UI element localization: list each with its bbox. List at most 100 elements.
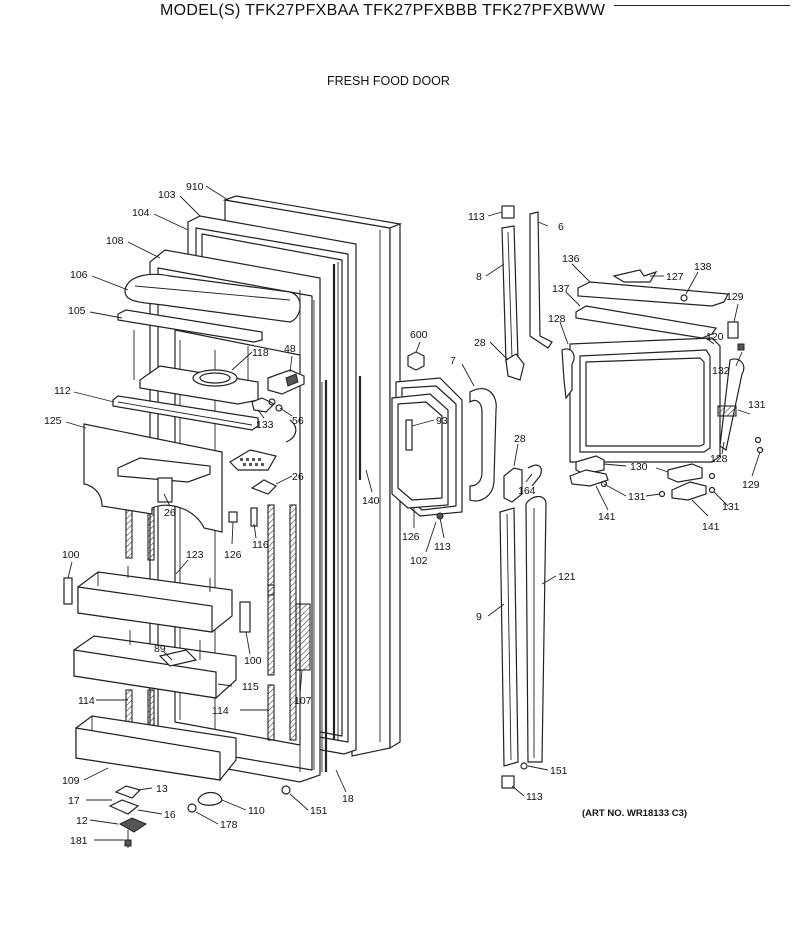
part-label-26a: 26	[292, 471, 304, 483]
part-label-113b: 113	[468, 211, 485, 223]
part-label-9: 9	[476, 611, 482, 623]
part-9-trim	[499, 507, 519, 767]
part-label-600: 600	[410, 329, 428, 341]
part-label-132: 132	[712, 365, 730, 377]
part-label-17: 17	[68, 795, 80, 807]
part-label-126a: 126	[224, 549, 242, 561]
frame-93-126	[391, 377, 463, 520]
part-8-trim	[501, 205, 519, 363]
part-label-130: 130	[630, 461, 648, 473]
part-label-108: 108	[106, 235, 124, 247]
header-rule	[614, 5, 790, 6]
part-label-112: 112	[54, 385, 71, 397]
part-label-113c: 113	[526, 791, 543, 803]
part-6-trim	[529, 211, 553, 349]
part-label-138: 138	[694, 261, 712, 273]
part-121-trim	[525, 495, 547, 763]
part-7-handle	[469, 388, 497, 502]
part-label-116: 116	[252, 539, 269, 551]
part-label-128a: 128	[548, 313, 566, 325]
part-label-18: 18	[342, 793, 354, 805]
dairy-compartment	[117, 273, 301, 405]
part-112-shelf	[112, 395, 259, 431]
part-label-141b: 141	[702, 521, 720, 533]
part-label-56: 56	[292, 415, 304, 427]
part-label-133: 133	[256, 419, 274, 431]
part-label-106: 106	[70, 269, 88, 281]
part-label-151b: 151	[550, 765, 568, 777]
part-label-126b: 126	[402, 531, 420, 543]
part-label-178: 178	[220, 819, 238, 831]
part-label-7: 7	[450, 355, 456, 367]
part-label-48: 48	[284, 343, 296, 355]
part-28-lower	[503, 464, 542, 503]
part-label-115: 115	[242, 681, 259, 693]
part-label-129a: 129	[726, 291, 744, 303]
part-label-89: 89	[154, 643, 166, 655]
part-label-93: 93	[436, 415, 448, 427]
part-label-125: 125	[44, 415, 62, 427]
glass-shelf-assembly	[561, 269, 764, 463]
part-label-8: 8	[476, 271, 482, 283]
part-label-6: 6	[558, 221, 564, 233]
part-label-13: 13	[156, 783, 168, 795]
part-125-panel	[83, 423, 223, 533]
hinge-assembly-left	[569, 455, 666, 498]
part-label-103: 103	[158, 189, 176, 201]
part-label-107: 107	[294, 695, 312, 707]
part-label-28a: 28	[474, 337, 486, 349]
part-label-100b: 100	[244, 655, 262, 667]
part-label-151a: 151	[310, 805, 328, 817]
part-label-16: 16	[164, 809, 176, 821]
part-label-136: 136	[562, 253, 580, 265]
part-label-105: 105	[68, 305, 86, 317]
part-label-131a: 131	[748, 399, 766, 411]
part-label-164: 164	[518, 485, 536, 497]
leader-lines	[65, 185, 761, 841]
part-label-131b: 131	[628, 491, 646, 503]
part-label-104: 104	[132, 207, 150, 219]
part-label-127: 127	[666, 271, 684, 283]
art-number-note: (ART NO. WR18133 C3)	[582, 808, 688, 819]
part-133-56-assembly	[251, 397, 297, 443]
part-label-114a: 114	[78, 695, 95, 707]
part-label-137: 137	[552, 283, 570, 295]
part-label-28b: 28	[514, 433, 526, 445]
part-28-upper	[505, 353, 525, 381]
part-18-rail	[321, 376, 362, 772]
part-label-110: 110	[248, 805, 265, 817]
part-label-109: 109	[62, 775, 80, 787]
part-label-100a: 100	[62, 549, 80, 561]
door-bin-115	[73, 630, 237, 699]
part-label-121: 121	[558, 571, 576, 583]
part-number-labels: 910 103 104 108 106 105 118 48 112 133 5…	[44, 181, 766, 847]
part-label-910: 910	[186, 181, 204, 193]
part-label-141a: 141	[598, 511, 616, 523]
model-numbers-header: MODEL(S) TFK27PFXBAA TFK27PFXBBB TFK27PF…	[160, 2, 606, 19]
part-label-102: 102	[410, 555, 428, 567]
part-label-128b: 128	[710, 453, 728, 465]
hinge-assembly-right	[667, 463, 716, 501]
part-label-26b: 26	[164, 507, 176, 519]
part-label-181: 181	[70, 835, 88, 847]
part-label-12: 12	[76, 815, 88, 827]
part-label-140: 140	[362, 495, 380, 507]
part-label-131c: 131	[722, 501, 740, 513]
part-label-123: 123	[186, 549, 204, 561]
part-label-113a: 113	[434, 541, 451, 553]
part-label-120: 120	[706, 331, 724, 343]
section-title: FRESH FOOD DOOR	[327, 74, 450, 88]
door-bin-123	[77, 566, 233, 633]
hinge-small-parts	[108, 785, 291, 848]
door-bin-109	[75, 715, 237, 781]
bin-clips-100	[63, 577, 251, 633]
part-label-129b: 129	[742, 479, 760, 491]
part-600-clip	[407, 351, 425, 371]
part-107-rail	[295, 603, 311, 671]
lower-small-parts	[501, 762, 528, 789]
part-26-light-cover	[229, 449, 278, 495]
part-label-114b: 114	[212, 705, 229, 717]
part-label-118: 118	[252, 347, 269, 359]
